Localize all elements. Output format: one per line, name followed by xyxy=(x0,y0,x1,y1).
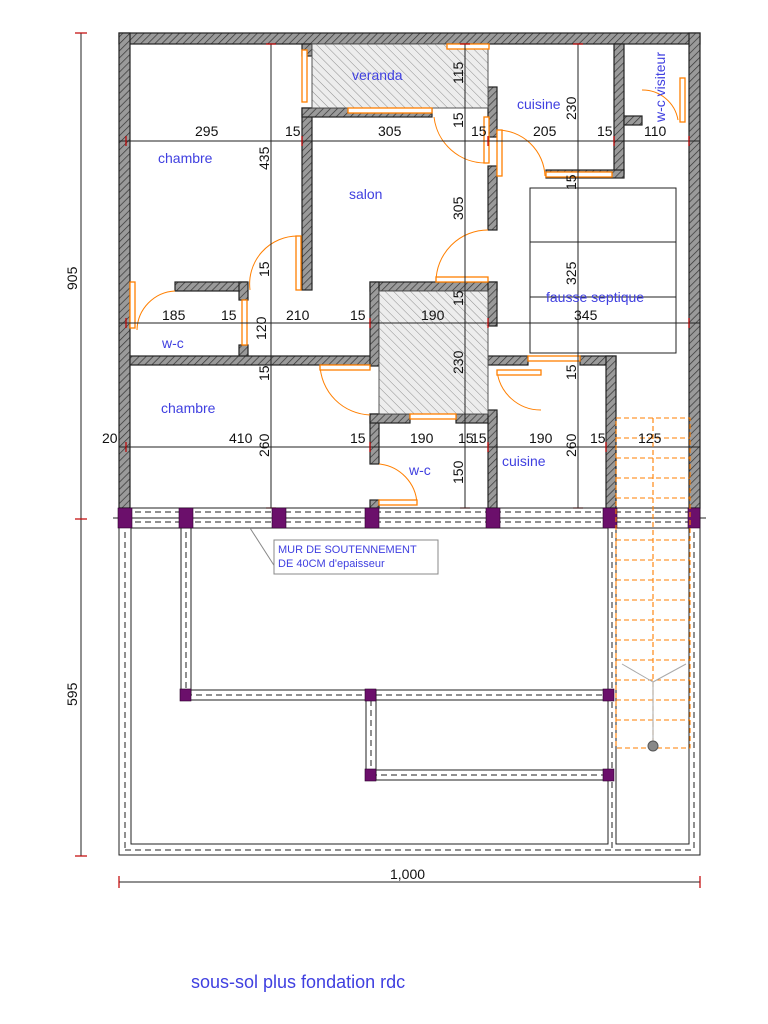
dim-label: 260 xyxy=(563,433,579,457)
column xyxy=(687,507,701,529)
columns xyxy=(117,507,701,782)
dim-label: 15 xyxy=(590,430,606,446)
veranda-zone xyxy=(311,43,489,109)
wall-top xyxy=(118,32,701,45)
column xyxy=(364,688,377,702)
column xyxy=(178,507,194,529)
staircase xyxy=(615,417,691,752)
room-label-chambre: chambre xyxy=(158,150,213,166)
dim-label: 295 xyxy=(195,123,219,139)
wall-inner xyxy=(487,165,498,231)
wall-inner xyxy=(613,43,625,175)
column xyxy=(602,768,615,782)
dimension-lines xyxy=(80,33,700,883)
dim-label: 15 xyxy=(597,123,613,139)
room-label-fausse-septique: fausse septique xyxy=(546,289,644,305)
dim-label: 435 xyxy=(256,146,272,170)
room-label-chambre: chambre xyxy=(161,400,216,416)
column xyxy=(485,507,501,529)
wall-inner xyxy=(174,281,248,292)
wall-inner xyxy=(301,107,313,291)
wall-inner xyxy=(238,281,249,301)
dim-label: 185 xyxy=(162,307,186,323)
wall-inner xyxy=(487,355,529,366)
dim-label: 150 xyxy=(450,460,466,484)
dim-label: 15 xyxy=(450,112,466,128)
dim-label: 230 xyxy=(563,96,579,120)
room-labels: veranda cuisine w-c visiteur chambre sal… xyxy=(158,52,668,478)
dim-label: 15 xyxy=(458,430,474,446)
wall-inner xyxy=(369,499,380,509)
dimension-labels: 295 15 305 15 205 15 110 185 15 210 15 1… xyxy=(64,61,667,882)
drawing-caption: sous-sol plus fondation rdc xyxy=(191,972,405,992)
retaining-wall-annotation: MUR DE SOUTENNEMENT DE 40CM d'epaisseur xyxy=(249,527,439,575)
stair-void-zone xyxy=(378,290,489,415)
dim-label: 20 xyxy=(102,430,118,446)
wall-inner xyxy=(487,86,498,138)
wall-inner xyxy=(487,409,498,509)
dim-label: 15 xyxy=(285,123,301,139)
dim-label: 190 xyxy=(529,430,553,446)
column xyxy=(602,507,618,529)
dim-label: 230 xyxy=(450,350,466,374)
dim-label: 15 xyxy=(350,430,366,446)
room-label-cuisine: cuisine xyxy=(502,453,546,469)
room-label-cuisine: cuisine xyxy=(517,96,561,112)
annotation-line-1: MUR DE SOUTENNEMENT xyxy=(278,544,417,556)
dim-label: 15 xyxy=(256,365,272,381)
wall-left xyxy=(118,32,131,509)
dim-label: 110 xyxy=(644,123,667,139)
dim-label: 260 xyxy=(256,433,272,457)
room-label-wc: w-c xyxy=(408,462,431,478)
dim-label: 15 xyxy=(256,261,272,277)
dim-label: 190 xyxy=(421,307,445,323)
column xyxy=(179,688,192,702)
dim-label: 305 xyxy=(378,123,402,139)
windows xyxy=(129,43,686,420)
dim-label: 345 xyxy=(574,307,598,323)
dim-label: 190 xyxy=(410,430,434,446)
dim-label: 115 xyxy=(450,61,466,84)
dim-label: 15 xyxy=(471,123,487,139)
dim-label: 410 xyxy=(229,430,253,446)
wall-right xyxy=(688,32,701,509)
column xyxy=(271,507,287,529)
room-label-wc-visiteur: w-c visiteur xyxy=(652,52,668,123)
dim-label: 210 xyxy=(286,307,310,323)
column xyxy=(117,507,133,529)
dim-label: 325 xyxy=(563,261,579,285)
dim-label: 15 xyxy=(563,364,579,380)
wall-inner xyxy=(369,413,411,424)
wall-inner xyxy=(369,281,380,367)
column xyxy=(602,688,615,702)
dim-label: 15 xyxy=(563,174,579,190)
wall-inner xyxy=(487,281,498,327)
wall-inner xyxy=(238,344,249,358)
dim-total-width: 1,000 xyxy=(390,866,425,882)
dim-label: 15 xyxy=(450,290,466,306)
dim-label: 305 xyxy=(450,196,466,220)
dim-label: 15 xyxy=(471,430,487,446)
dim-label: 15 xyxy=(350,307,366,323)
room-label-wc: w-c xyxy=(161,335,184,351)
dim-label: 125 xyxy=(638,430,662,446)
dim-total-height-ground: 905 xyxy=(64,266,80,290)
dim-label: 120 xyxy=(253,316,269,340)
wall-inner xyxy=(605,355,617,509)
stair-start-dot xyxy=(647,740,659,752)
column xyxy=(364,507,380,529)
dim-label: 15 xyxy=(221,307,237,323)
room-label-salon: salon xyxy=(349,186,382,202)
dim-total-height-basement: 595 xyxy=(64,682,80,706)
wall-inner xyxy=(129,355,379,366)
room-label-veranda: veranda xyxy=(352,67,403,83)
column xyxy=(364,768,377,782)
wall-inner xyxy=(369,281,498,292)
wall-inner xyxy=(623,115,643,126)
annotation-line-2: DE 40CM d'epaisseur xyxy=(278,558,385,570)
dim-label: 205 xyxy=(533,123,557,139)
septic-tank xyxy=(529,187,677,354)
